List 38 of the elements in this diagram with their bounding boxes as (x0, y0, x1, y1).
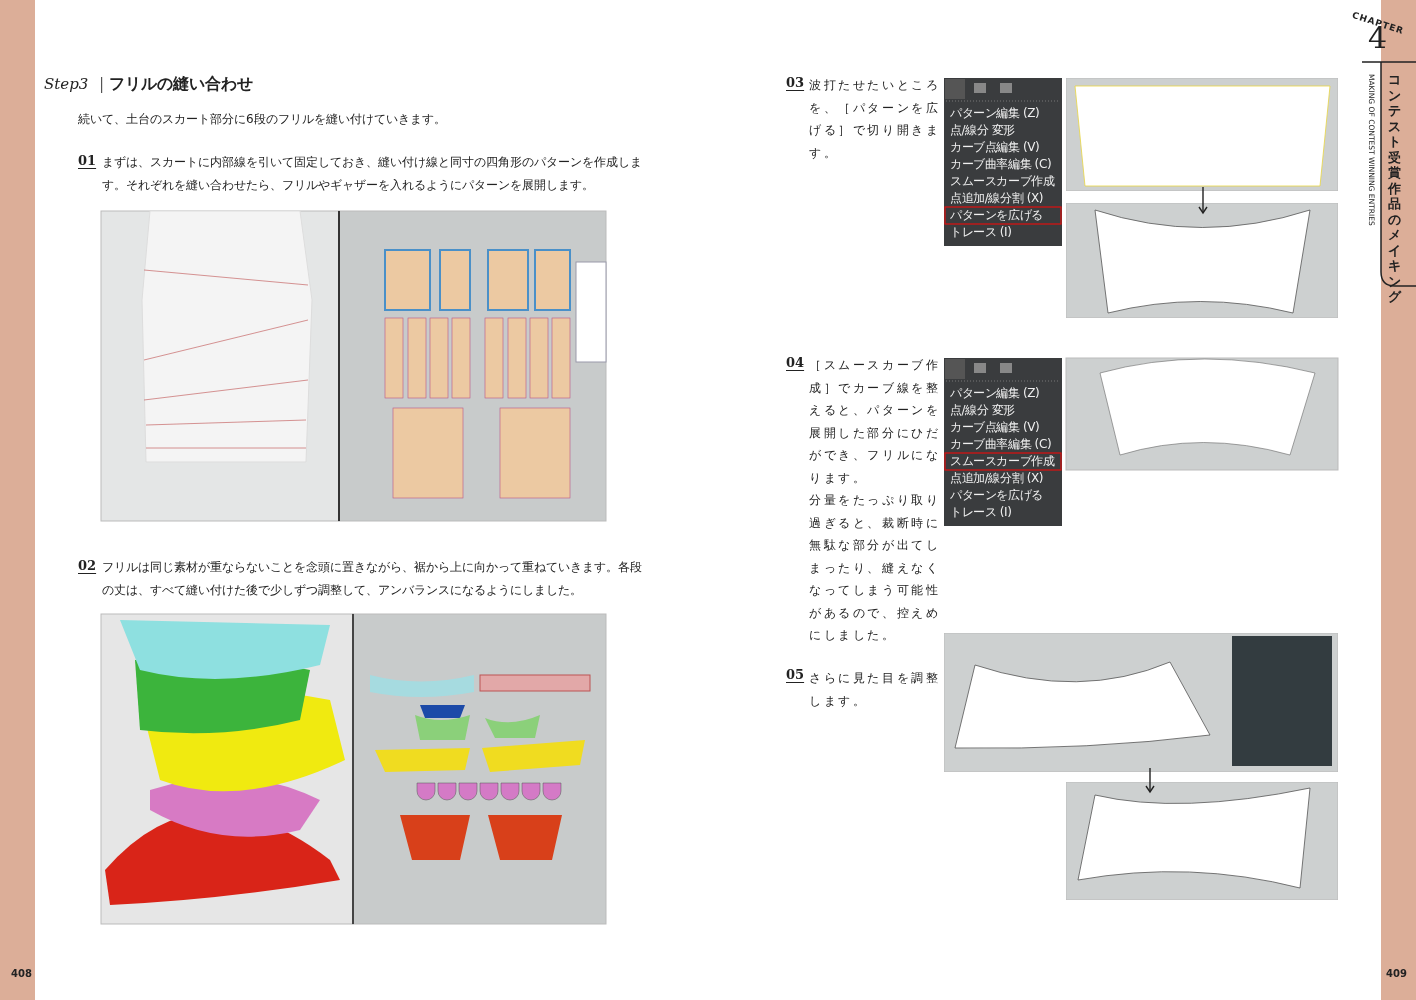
menu-item: スムースカーブ作成 (950, 174, 1055, 188)
menu-item: 点追加/線分割 (X) (950, 471, 1044, 485)
menu-item: 点/線分 変形 (950, 123, 1016, 137)
menu-item: パターンを広げる (950, 208, 1043, 222)
menu-item: トレース (I) (950, 505, 1012, 519)
menu-item: カーブ曲率編集 (C) (950, 157, 1052, 171)
step-number: Step3 (44, 75, 89, 93)
screenshot (1066, 203, 1338, 318)
menu-item: トレース (I) (950, 225, 1012, 239)
screenshot (1066, 78, 1338, 191)
step-text: さらに見た目を調整します。 (809, 670, 942, 710)
menu-item: パターン編集 (Z) (950, 386, 1040, 400)
page-number: 409 (1386, 968, 1407, 979)
menu-item: パターン編集 (Z) (950, 106, 1040, 120)
screenshot (1066, 782, 1338, 900)
arrow (1198, 186, 1208, 214)
step-text: 分量をたっぷり取り過ぎると、裁断時に無駄な部分が出てしまったり、縫えなくなってしまう可能性があるので、控えめにしました。 (809, 492, 942, 644)
intro-text: 続いて、土台のスカート部分に6段のフリルを縫い付けていきます。 (78, 111, 447, 128)
menu-item: カーブ点編集 (V) (950, 140, 1040, 154)
step-number: 03 (786, 75, 805, 90)
section-heading: フリルの縫い合わせ (109, 74, 253, 95)
menu-item: カーブ点編集 (V) (950, 420, 1040, 434)
screenshot (944, 633, 1338, 772)
step-text: フリルは同じ素材が重ならないことを念頭に置きながら、裾から上に向かって重ねていきます。各段の丈は、すべて縫い付けた後で少しずつ調整して、アンバランスになるようにしました。 (102, 559, 642, 599)
step-number: 02 (78, 558, 97, 573)
menu-item: 点/線分 変形 (950, 403, 1016, 417)
step-text: ［スムースカーブ作成］でカーブ線を整えると、パターンを展開した部分にひだができ、フリルになります。 (809, 357, 942, 487)
menu-item: スムースカーブ作成 (950, 454, 1055, 468)
step-number: 01 (78, 153, 97, 168)
menu-item: カーブ曲率編集 (C) (950, 437, 1052, 451)
step-number: 05 (786, 667, 805, 682)
step-number: 04 (786, 355, 805, 370)
step-text: まずは、スカートに内部線を引いて固定しておき、縫い付け線と同寸の四角形のパターンを作成します。それぞれを縫い合わせたら、フリルやギャザーを入れるようにパターンを展開します。 (102, 154, 642, 194)
menu-item: パターンを広げる (950, 488, 1043, 502)
menu-item: 点追加/線分割 (X) (950, 191, 1044, 205)
arrow (1145, 767, 1155, 793)
page-number: 408 (11, 968, 32, 979)
step-text: 波打たせたいところを、［パターンを広げる］で切り開きます。 (809, 77, 942, 162)
